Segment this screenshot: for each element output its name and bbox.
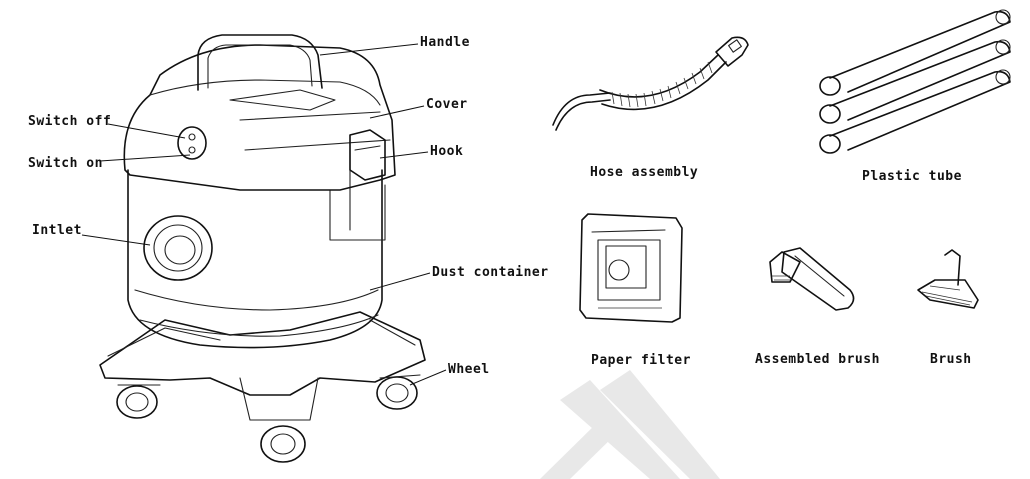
hook-label: Hook xyxy=(430,144,464,159)
hose-assembly-label: Hose assembly xyxy=(590,165,699,180)
switch-off-label: Switch off xyxy=(28,114,112,129)
intlet-label: Intlet xyxy=(32,223,82,238)
dust-container-body xyxy=(127,139,386,349)
plastic-tube-label: Plastic tube xyxy=(862,169,962,184)
brush-label: Brush xyxy=(930,352,972,367)
watermark xyxy=(540,370,720,479)
leader-lines xyxy=(81,43,447,386)
plastic-tube-illustration xyxy=(819,9,1011,154)
dust-container-label: Dust container xyxy=(432,265,549,280)
handle-label: Handle xyxy=(420,35,470,50)
assembled-brush-label: Assembled brush xyxy=(755,352,880,367)
hose-assembly-illustration xyxy=(552,36,749,131)
switch-on-label: Switch on xyxy=(28,156,103,171)
vacuum-cleaner-illustration xyxy=(99,34,426,463)
handle xyxy=(197,34,323,91)
hook xyxy=(349,129,386,181)
paper-filter-label: Paper filter xyxy=(591,353,691,368)
cover xyxy=(123,44,396,191)
cover-label: Cover xyxy=(426,97,468,112)
paper-filter-illustration xyxy=(579,213,683,323)
wheel-label: Wheel xyxy=(448,362,490,377)
assembled-brush-illustration xyxy=(769,247,855,311)
wheel-base xyxy=(99,311,426,463)
brush-illustration xyxy=(917,249,979,309)
